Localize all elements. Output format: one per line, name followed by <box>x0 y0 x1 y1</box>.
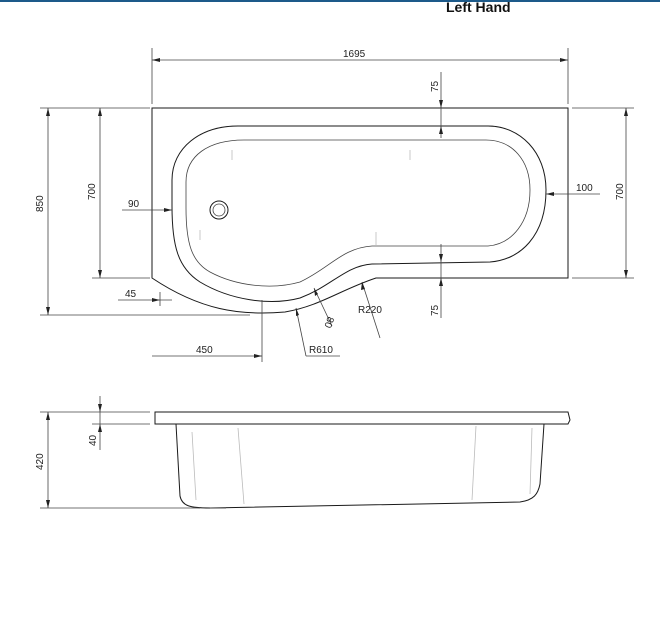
dim-height-total: 420 <box>35 411 200 509</box>
side-rim <box>154 411 571 425</box>
label-end-right: 100 <box>576 183 593 194</box>
label-offset-45: 45 <box>125 289 137 300</box>
label-end-left: 90 <box>128 199 140 210</box>
label-inner-width-left: 700 <box>87 183 98 200</box>
plan-outer-outline <box>151 107 569 314</box>
dim-radius-large: R610 <box>295 307 340 357</box>
label-inner-width-right: 700 <box>615 183 626 200</box>
side-panel-lines <box>191 425 533 505</box>
label-overall-width: 850 <box>35 195 46 212</box>
label-rim-bottom: 75 <box>430 304 441 316</box>
diagram-title: Left Hand <box>446 0 511 15</box>
label-rim-top: 75 <box>430 80 441 92</box>
dim-radius-small: R220 <box>358 281 382 339</box>
label-height-total: 420 <box>35 453 46 470</box>
dim-rim-80: 80 <box>313 287 336 330</box>
side-body <box>175 423 545 509</box>
label-offset-450: 450 <box>196 345 213 356</box>
label-overall-length: 1695 <box>343 49 366 60</box>
plug-hole-outer <box>209 200 229 220</box>
label-lip: 40 <box>88 434 99 446</box>
dim-end-left: 90 <box>122 199 172 212</box>
plan-view <box>151 107 569 314</box>
dim-lip: 40 <box>88 396 150 450</box>
dim-overall-width: 850 <box>35 107 250 316</box>
plan-contour-lines <box>199 150 411 246</box>
dim-inner-width-right: 700 <box>572 107 634 279</box>
dim-overall-length: 1695 <box>151 48 569 104</box>
dim-rim-bottom: 75 <box>430 244 443 318</box>
dim-offset-450: 450 <box>152 300 263 362</box>
plug-hole-inner <box>212 203 226 217</box>
plan-inner-seat <box>185 139 531 287</box>
top-accent-bar <box>0 0 660 2</box>
dim-inner-width-left: 700 <box>87 108 150 279</box>
dim-end-right: 100 <box>546 183 600 196</box>
label-radius-small: R220 <box>358 305 382 316</box>
label-radius-large: R610 <box>309 345 333 356</box>
dim-rim-top: 75 <box>430 72 443 138</box>
side-view <box>154 411 571 509</box>
label-rim-80: 80 <box>321 315 335 330</box>
dim-offset-45: 45 <box>118 289 172 306</box>
plan-inner-basin <box>171 125 547 302</box>
